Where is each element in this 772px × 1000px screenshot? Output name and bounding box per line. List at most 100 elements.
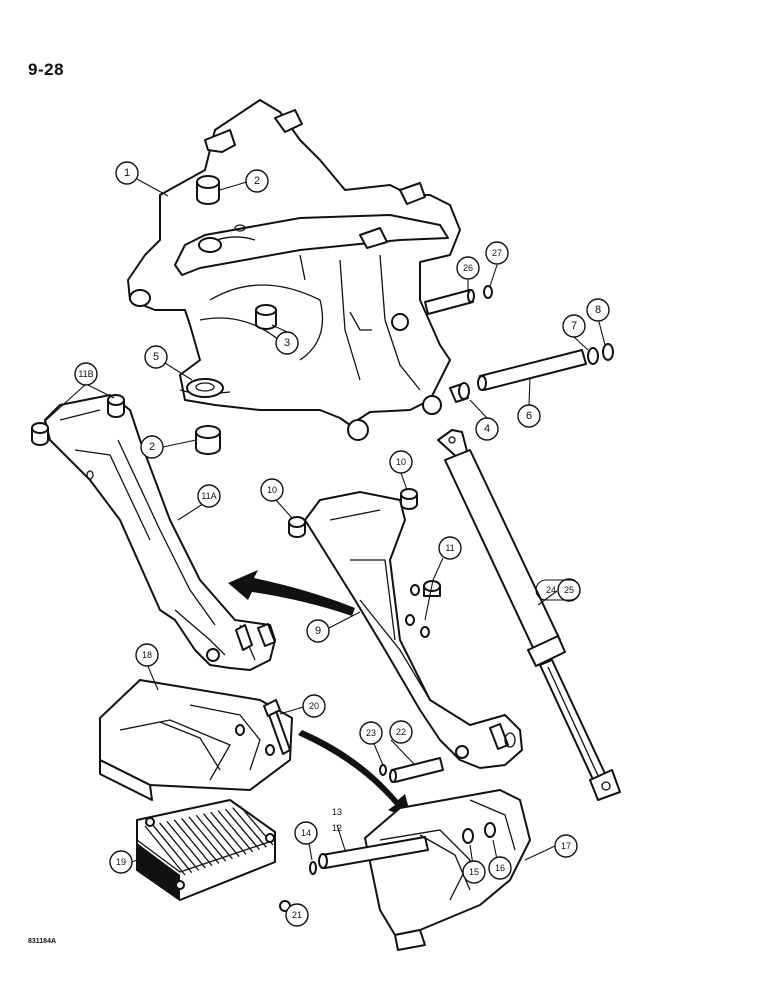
bolt-20 (263, 699, 291, 755)
svg-text:21: 21 (292, 910, 302, 920)
pad-fin (202, 813, 240, 857)
svg-text:16: 16 (495, 863, 505, 873)
arm-9 (304, 491, 523, 769)
svg-text:24: 24 (546, 585, 556, 595)
leader-lines (43, 178, 606, 913)
svg-text:2: 2 (254, 175, 260, 187)
washer-7 (587, 347, 599, 365)
pin-12 (318, 836, 429, 869)
pad-19 (136, 799, 276, 901)
figure-code: 831184A (28, 938, 57, 945)
callout-15: 15 (462, 860, 486, 884)
pad-fin (210, 811, 247, 855)
callout-17: 17 (554, 834, 578, 858)
bushing-center (255, 304, 277, 330)
callout-10-right: 10 (389, 450, 413, 474)
svg-text:10: 10 (267, 485, 277, 495)
pad-fin (195, 814, 233, 860)
callout-1: 1 (115, 161, 139, 185)
callout-2-bottom: 2 (140, 435, 164, 459)
ring-14 (309, 861, 317, 875)
callout-2-top: 2 (245, 169, 269, 193)
callout-11: 11 (438, 536, 462, 560)
svg-text:25: 25 (564, 585, 574, 595)
svg-text:10: 10 (396, 457, 406, 467)
callout-14: 14 (294, 821, 318, 845)
svg-text:12: 12 (332, 823, 342, 833)
svg-text:11A: 11A (201, 491, 216, 501)
pad-fin (217, 810, 254, 853)
ring-23 (379, 764, 387, 776)
callout-24-25-frame (535, 579, 581, 601)
svg-text:22: 22 (396, 727, 406, 737)
svg-text:11B: 11B (78, 369, 93, 379)
svg-text:14: 14 (301, 828, 311, 838)
arm-11a (44, 394, 276, 671)
retaining-ring-27 (483, 285, 493, 299)
svg-text:8: 8 (595, 304, 601, 316)
callout-7: 7 (562, 314, 586, 338)
pad-fin (151, 824, 193, 874)
pad-fin (224, 808, 260, 851)
svg-text:17: 17 (561, 841, 571, 851)
pad-fin (159, 822, 200, 871)
bushing-11b-left (31, 422, 49, 446)
main-frame (127, 99, 461, 441)
pin-6 (477, 349, 587, 391)
pin-26 (424, 289, 475, 315)
svg-text:11: 11 (445, 543, 454, 553)
svg-text:4: 4 (484, 423, 490, 435)
callout-8: 8 (586, 298, 610, 322)
spacer-4 (449, 382, 470, 403)
svg-text:26: 26 (463, 263, 473, 273)
arrow-11a-to-9 (228, 570, 355, 616)
bushing-11b-right (107, 394, 125, 418)
callout-11a: 11A (197, 484, 221, 508)
nut-8 (602, 343, 614, 361)
callout-10-left: 10 (260, 478, 284, 502)
svg-text:19: 19 (116, 857, 126, 867)
cylinder (437, 429, 621, 801)
callout-27: 27 (485, 241, 509, 265)
pad-fin (144, 825, 186, 876)
bushing-10-left (288, 516, 306, 538)
callout-20: 20 (302, 694, 326, 718)
svg-text:5: 5 (153, 351, 159, 363)
svg-text:6: 6 (526, 410, 532, 422)
callout-9: 9 (306, 619, 330, 643)
callout-12: 12 (332, 823, 342, 833)
svg-text:20: 20 (309, 701, 319, 711)
callout-22: 22 (389, 720, 413, 744)
callout-18: 18 (135, 643, 159, 667)
callout-5: 5 (144, 345, 168, 369)
svg-text:23: 23 (366, 728, 376, 738)
page-number: 9-28 (28, 60, 65, 79)
callout-4: 4 (475, 417, 499, 441)
support-18 (99, 679, 293, 801)
callout-13: 13 (332, 807, 342, 817)
svg-text:27: 27 (492, 248, 502, 258)
svg-text:13: 13 (332, 807, 342, 817)
callout-11b: 11B (74, 362, 98, 386)
svg-text:1: 1 (124, 167, 130, 179)
callout-23: 23 (359, 721, 383, 745)
pad-fin (232, 807, 267, 848)
callout-24: 24 (546, 585, 556, 595)
svg-text:7: 7 (571, 320, 577, 332)
pad-fin (173, 819, 213, 867)
callout-3: 3 (275, 331, 299, 355)
svg-text:3: 3 (284, 337, 290, 349)
pad-fin (181, 817, 220, 864)
svg-text:18: 18 (142, 650, 152, 660)
svg-text:15: 15 (469, 867, 479, 877)
callout-19: 19 (109, 850, 133, 874)
svg-text:2: 2 (149, 441, 155, 453)
pad-fin (188, 816, 227, 862)
callout-21: 21 (285, 903, 309, 927)
callout-6: 6 (517, 404, 541, 428)
bushing-10-right (400, 488, 418, 510)
pad-fin (166, 820, 206, 869)
svg-text:9: 9 (315, 625, 321, 637)
support-17 (364, 789, 531, 951)
